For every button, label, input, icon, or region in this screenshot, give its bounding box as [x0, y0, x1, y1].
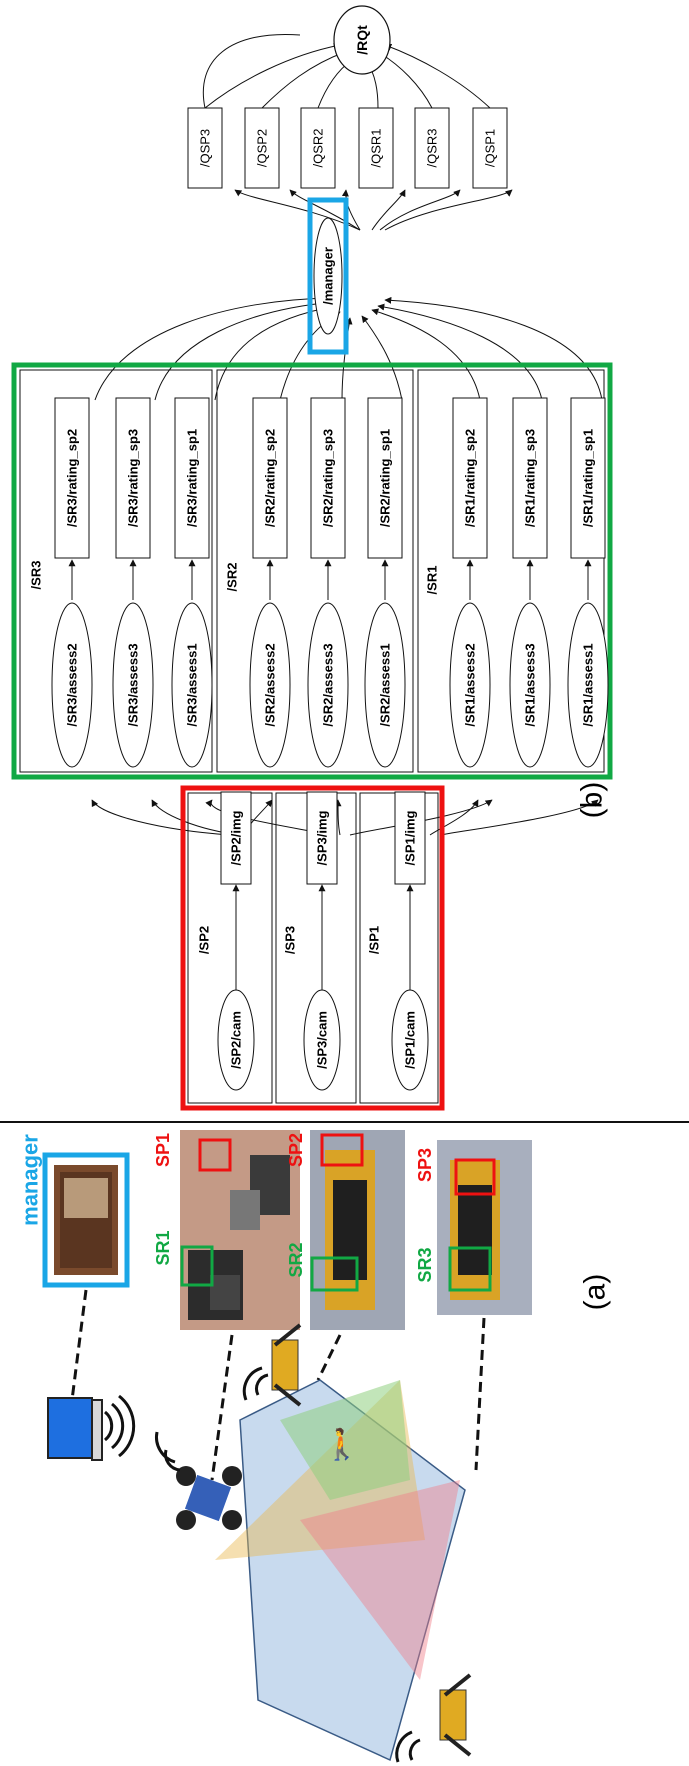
rating-node: /SR3/rating_sp1 — [185, 429, 200, 527]
cam-node: /SP3/cam — [315, 1011, 330, 1069]
robot-dog-icon-1 — [271, 1323, 302, 1407]
edges-qs — [202, 33, 513, 231]
rqt-node — [333, 5, 391, 75]
sr1-cluster — [417, 369, 605, 773]
sr1-nodes: /SR1/rating_sp2 /SR1/rating_sp3 /SR1/rat… — [449, 397, 609, 768]
rating-node: /SR2/rating_sp2 — [263, 429, 278, 527]
assess-node: /SR3/assess2 — [65, 643, 80, 726]
sp3-scene-label: SP3 — [415, 1148, 435, 1182]
qs-topic-label: /QSR3 — [425, 128, 440, 167]
photo-sr2-sp2: SR2 SP2 — [286, 1130, 405, 1330]
manager-photo: manager — [18, 1134, 130, 1288]
robot-dog-icon-2 — [439, 1673, 472, 1757]
edges-assess-rating — [68, 559, 592, 600]
sr3-namespace: /SR3 — [29, 561, 44, 590]
edges-cam-img — [232, 884, 414, 995]
manager-highlight — [307, 197, 349, 355]
wifi-icon-drone — [155, 1431, 181, 1472]
field-of-view: 🚶 — [215, 1379, 466, 1762]
sr1-scene-label: SR1 — [153, 1230, 173, 1265]
sr3-cluster — [19, 369, 213, 773]
qs-topics: /QSP3 /QSP2 /QSR2 /QSR1 /QSR3 /QSP1 — [187, 107, 508, 189]
assess-node: /SR2/assess1 — [378, 643, 393, 726]
sr2-scene-label: SR2 — [286, 1242, 306, 1277]
sp-highlight — [180, 785, 445, 1111]
rating-node: /SR2/rating_sp1 — [378, 429, 393, 527]
manager-label: /manager — [321, 247, 336, 305]
qs-topic-label: /QSR2 — [311, 128, 326, 167]
ros-graph: /RQt /QSP3 /QSP2 /QSR2 /QSR1 /QSR3 — [11, 5, 613, 1111]
img-node: /SP3/img — [315, 810, 330, 865]
assess-node: /SR1/assess3 — [523, 643, 538, 726]
assess-node: /SR2/assess3 — [321, 643, 336, 726]
photo-sr1-sp1: SR1 SP1 — [153, 1130, 300, 1330]
qs-topic-box — [244, 107, 280, 189]
rating-node: /SR3/rating_sp3 — [126, 429, 141, 527]
panel-label-a: (a) — [579, 1274, 612, 1311]
panel-label-b: (b) — [576, 782, 609, 819]
cam-node: /SP2/cam — [229, 1011, 244, 1069]
rating-node: /SR2/rating_sp3 — [321, 429, 336, 527]
scene: manager SR1 SP1 SR2 SP2 — [18, 1130, 612, 1763]
qs-topic-box — [187, 107, 223, 189]
edges-img — [91, 799, 599, 836]
img-node: /SP1/img — [403, 810, 418, 865]
qs-topic-box — [358, 107, 394, 189]
qs-topic-label: /QSP2 — [255, 129, 270, 167]
photo-sr3-sp3: SR3 SP3 — [415, 1140, 532, 1315]
manager-scene-label: manager — [18, 1134, 43, 1226]
rating-node: /SR1/rating_sp3 — [523, 429, 538, 527]
cam-node: /SP1/cam — [403, 1011, 418, 1069]
wifi-icon-dog2 — [395, 1730, 421, 1763]
qs-topic-label: /QSP1 — [483, 129, 498, 167]
sr-clusters: /SR3 /SR2 /SR1 — [19, 369, 605, 773]
sr2-namespace: /SR2 — [225, 563, 240, 592]
qs-topic-box — [472, 107, 508, 189]
rqt-label: /RQt — [354, 25, 370, 55]
qs-topic-label: /QSP3 — [198, 129, 213, 167]
drone-icon — [176, 1466, 242, 1530]
qs-topic-box — [300, 107, 336, 189]
rating-node: /SR1/rating_sp1 — [581, 429, 596, 527]
manager-node: /manager — [307, 197, 349, 355]
sr3-nodes: /SR3/rating_sp2 /SR3/rating_sp3 /SR3/rat… — [51, 397, 213, 768]
person-icon: 🚶 — [323, 1427, 360, 1462]
sr3-scene-label: SR3 — [415, 1247, 435, 1282]
rating-node: /SR3/rating_sp2 — [65, 429, 80, 527]
assess-node: /SR3/assess1 — [185, 643, 200, 726]
wifi-icon-dog1 — [242, 1366, 269, 1401]
qs-topic-box — [414, 107, 450, 189]
sp1-scene-label: SP1 — [153, 1133, 173, 1167]
assess-node: /SR1/assess2 — [463, 643, 478, 726]
qs-topic-label: /QSR1 — [369, 128, 384, 167]
wireless-links — [70, 1289, 486, 1481]
assess-node: /SR3/assess3 — [126, 643, 141, 726]
laptop-icon — [47, 1397, 103, 1461]
sp3-namespace: /SP3 — [283, 926, 298, 954]
sr1-namespace: /SR1 — [425, 566, 440, 595]
wifi-icon-laptop — [103, 1394, 136, 1458]
sp2-namespace: /SP2 — [197, 926, 212, 954]
sp1-namespace: /SP1 — [367, 926, 382, 954]
edges-ratings — [94, 294, 603, 401]
assess-node: /SR2/assess2 — [263, 643, 278, 726]
sr2-nodes: /SR2/rating_sp2 /SR2/rating_sp3 /SR2/rat… — [249, 397, 406, 768]
rating-node: /SR1/rating_sp2 — [463, 429, 478, 527]
sp-nodes: /SP2/img /SP3/img /SP1/img /SP2/cam /SP3… — [217, 791, 429, 1091]
assess-node: /SR1/assess1 — [581, 643, 596, 726]
sp2-scene-label: SP2 — [286, 1133, 306, 1167]
sr-highlight — [11, 362, 613, 780]
sr2-cluster — [216, 369, 414, 773]
img-node: /SP2/img — [229, 810, 244, 865]
